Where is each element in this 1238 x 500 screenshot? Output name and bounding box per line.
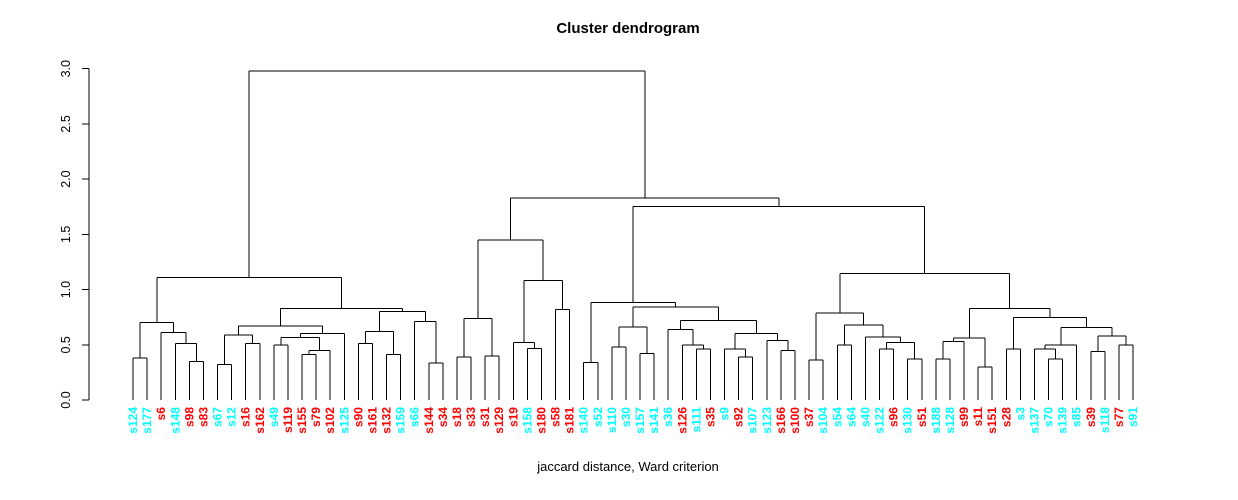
leaf-label-s98: s98 — [182, 407, 196, 427]
leaf-label-s137: s137 — [1027, 407, 1041, 434]
leaf-label-s90: s90 — [351, 407, 365, 427]
leaf-label-s19: s19 — [506, 407, 520, 427]
y-tick-label: 0.0 — [59, 391, 73, 408]
leaf-label-s141: s141 — [647, 407, 661, 434]
leaf-label-s9: s9 — [718, 407, 732, 421]
leaf-label-s12: s12 — [225, 407, 239, 427]
leaf-label-s11: s11 — [971, 407, 985, 427]
leaf-label-s51: s51 — [915, 407, 929, 427]
y-tick-label: 2.5 — [59, 115, 73, 132]
leaf-label-s140: s140 — [577, 407, 591, 434]
leaf-label-s35: s35 — [704, 407, 718, 427]
leaf-label-s122: s122 — [873, 407, 887, 434]
leaf-label-s159: s159 — [394, 407, 408, 434]
leaf-label-s54: s54 — [830, 407, 844, 427]
y-tick-label: 2.0 — [59, 170, 73, 187]
leaf-label-s123: s123 — [760, 407, 774, 434]
leaf-label-s129: s129 — [492, 407, 506, 434]
leaf-label-s104: s104 — [816, 407, 830, 434]
leaf-label-s40: s40 — [858, 407, 872, 427]
leaf-label-s30: s30 — [619, 407, 633, 427]
leaf-label-s151: s151 — [985, 407, 999, 434]
leaf-label-s111: s111 — [689, 407, 703, 433]
leaf-label-s119: s119 — [281, 407, 295, 433]
leaf-label-s158: s158 — [520, 407, 534, 434]
leaf-label-s144: s144 — [422, 407, 436, 434]
leaf-label-s166: s166 — [774, 407, 788, 434]
leaf-label-s83: s83 — [196, 407, 210, 427]
leaf-label-s85: s85 — [1070, 407, 1084, 427]
leaf-label-s49: s49 — [267, 407, 281, 427]
y-tick-label: 1.5 — [59, 226, 73, 243]
leaf-label-s100: s100 — [788, 407, 802, 434]
leaf-label-s99: s99 — [957, 407, 971, 427]
y-tick-label: 1.0 — [59, 281, 73, 298]
leaf-label-s161: s161 — [365, 407, 379, 434]
x-axis-label: jaccard distance, Ward criterion — [537, 459, 719, 474]
leaf-label-s96: s96 — [887, 407, 901, 427]
leaf-label-s155: s155 — [295, 407, 309, 434]
leaf-label-s70: s70 — [1042, 407, 1056, 427]
leaf-label-s39: s39 — [1084, 407, 1098, 427]
leaf-label-s181: s181 — [563, 407, 577, 434]
leaf-label-s31: s31 — [478, 407, 492, 427]
leaf-label-s64: s64 — [844, 407, 858, 427]
leaf-label-s188: s188 — [929, 407, 943, 434]
leaf-label-s157: s157 — [633, 407, 647, 434]
leaf-label-s18: s18 — [450, 407, 464, 427]
leaf-label-s128: s128 — [943, 407, 957, 434]
leaf-label-s107: s107 — [746, 407, 760, 434]
leaf-label-s162: s162 — [253, 407, 267, 434]
leaf-label-s130: s130 — [901, 407, 915, 434]
leaf-label-s125: s125 — [337, 407, 351, 434]
leaf-label-s102: s102 — [323, 407, 337, 434]
y-tick-label: 3.0 — [59, 60, 73, 77]
leaf-label-s58: s58 — [549, 407, 563, 427]
leaf-label-s180: s180 — [535, 407, 549, 434]
leaf-label-s92: s92 — [732, 407, 746, 427]
leaf-label-s66: s66 — [408, 407, 422, 427]
y-tick-label: 0.5 — [59, 336, 73, 353]
chart-title: Cluster dendrogram — [556, 20, 700, 37]
leaf-label-s91: s91 — [1126, 407, 1140, 427]
leaf-label-s16: s16 — [239, 407, 253, 427]
leaf-label-s110: s110 — [605, 407, 619, 433]
leaf-label-s77: s77 — [1112, 407, 1126, 427]
leaf-label-s28: s28 — [999, 407, 1013, 427]
leaf-label-s36: s36 — [661, 407, 675, 427]
leaf-label-s6: s6 — [154, 407, 168, 421]
leaf-label-s37: s37 — [802, 407, 816, 427]
leaf-label-s126: s126 — [675, 407, 689, 434]
leaf-label-s33: s33 — [464, 407, 478, 427]
leaf-label-s52: s52 — [591, 407, 605, 427]
leaf-label-s177: s177 — [140, 407, 154, 434]
leaf-label-s79: s79 — [309, 407, 323, 427]
leaf-label-s139: s139 — [1056, 407, 1070, 434]
leaf-label-s148: s148 — [168, 407, 182, 434]
leaf-label-s67: s67 — [211, 407, 225, 427]
leaf-label-s34: s34 — [436, 407, 450, 427]
leaf-label-s132: s132 — [380, 407, 394, 434]
leaf-label-s118: s118 — [1098, 407, 1112, 433]
leaf-label-s124: s124 — [126, 407, 140, 434]
leaf-label-s3: s3 — [1013, 407, 1027, 421]
